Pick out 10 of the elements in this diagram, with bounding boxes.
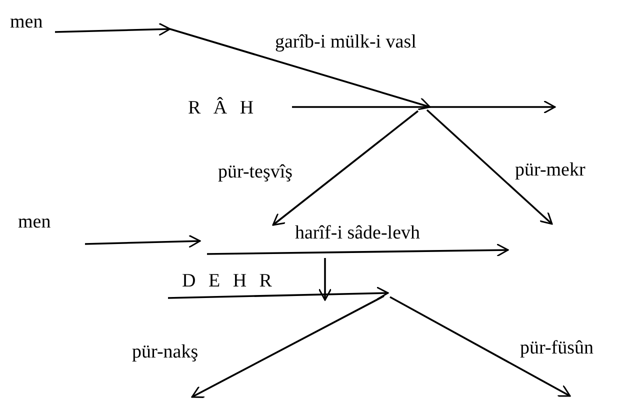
text-label: pür-füsûn [520, 338, 594, 358]
text-label: pür-mekr [515, 160, 586, 180]
text-label: men [18, 212, 51, 232]
text-label: R Â H [188, 98, 254, 118]
text-label: garîb-i mülk-i vasl [275, 32, 416, 52]
text-label: men [10, 12, 43, 32]
text-label: pür-teşvîş [218, 162, 293, 182]
text-label: pür-nakş [132, 342, 198, 362]
text-label: harîf-i sâde-levh [295, 224, 420, 242]
text-label: D E H R [182, 272, 272, 290]
